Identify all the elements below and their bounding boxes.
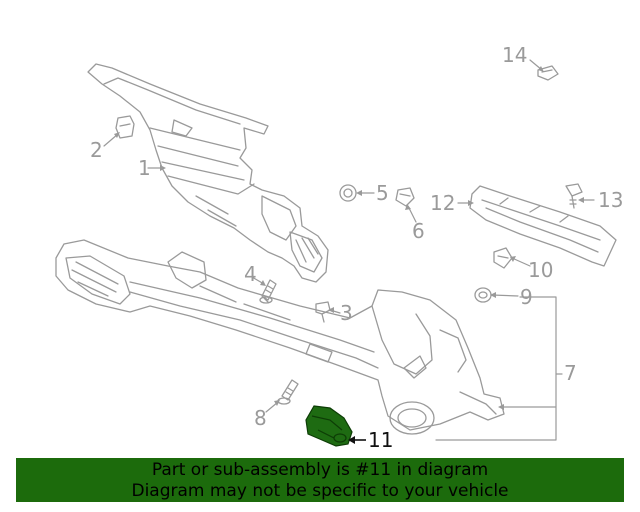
callout-5: 5 bbox=[376, 181, 389, 205]
part-8-screw bbox=[277, 379, 299, 405]
part-10-clip bbox=[493, 247, 513, 269]
part-9-grommet bbox=[474, 287, 492, 303]
part-1-defroster-duct bbox=[87, 63, 329, 283]
part-5-grommet bbox=[339, 184, 357, 202]
part-4-screw bbox=[259, 279, 277, 304]
callout-12: 12 bbox=[430, 191, 456, 215]
info-banner: Part or sub-assembly is #11 in diagram D… bbox=[16, 458, 624, 502]
callout-4: 4 bbox=[244, 262, 257, 286]
banner-line-1: Part or sub-assembly is #11 in diagram bbox=[151, 460, 489, 480]
arrow-heads bbox=[114, 66, 584, 410]
callout-3: 3 bbox=[340, 301, 353, 325]
callout-1: 1 bbox=[138, 156, 151, 180]
part-2-clip bbox=[115, 115, 135, 139]
part-7-main-duct bbox=[55, 239, 505, 435]
callout-6: 6 bbox=[412, 219, 425, 243]
part-3-push-pin bbox=[315, 301, 331, 323]
callout-10: 10 bbox=[528, 258, 554, 282]
part-13-bolt bbox=[565, 183, 583, 209]
part-12-bracket bbox=[469, 185, 617, 267]
callout-14: 14 bbox=[502, 43, 528, 67]
banner-line-2: Diagram may not be specific to your vehi… bbox=[131, 481, 509, 501]
leader-lines bbox=[103, 59, 595, 441]
callout-8: 8 bbox=[254, 406, 267, 430]
callout-7: 7 bbox=[564, 361, 577, 385]
callout-11[interactable]: 11 bbox=[368, 428, 394, 452]
part-6-clip bbox=[395, 187, 415, 207]
callout-2: 2 bbox=[90, 138, 103, 162]
part-11-highlighted[interactable] bbox=[305, 405, 366, 447]
callout-13: 13 bbox=[598, 188, 624, 212]
callout-9: 9 bbox=[520, 285, 533, 309]
